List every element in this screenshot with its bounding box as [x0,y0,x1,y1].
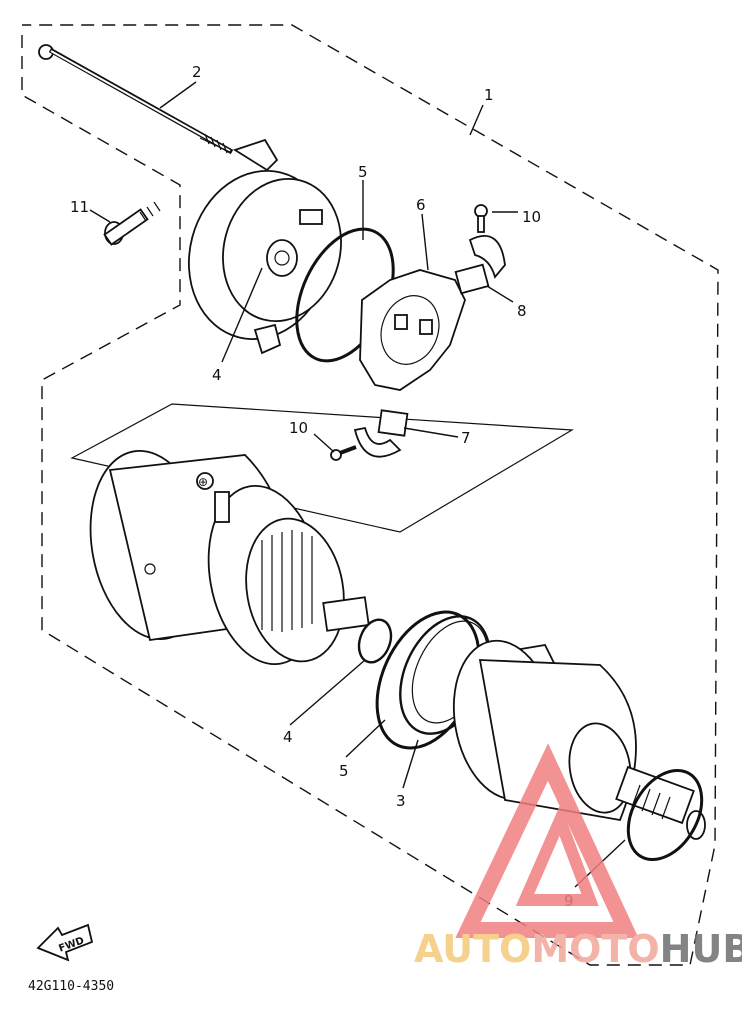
long-bolt [38,44,234,155]
fwd-arrow: FWD [36,923,94,962]
watermark-hub: HUB [660,927,742,971]
screw-upper [474,204,488,233]
terminal-mark: ⊕ [198,475,208,489]
watermark-auto: AUTO [414,927,531,971]
label-4-lower: 4 [283,728,293,746]
label-10-upper: 10 [522,208,541,226]
watermark-text: AUTOMOTOHUB [414,927,742,971]
label-5-lower: 5 [339,762,349,780]
brush-set-upper [454,235,506,295]
label-8: 8 [517,302,527,320]
label-7: 7 [461,429,471,447]
rear-cover [187,138,342,355]
label-10-lower: 10 [289,419,308,437]
part-number: 42G110-4350 [28,979,114,994]
label-1: 1 [484,86,494,104]
label-6: 6 [416,196,426,214]
label-11: 11 [70,198,89,216]
label-3: 3 [396,792,406,810]
watermark: AUTOMOTOHUB [414,743,742,971]
screw-lower [330,445,357,461]
motor-yoke [89,450,370,666]
washer-lower [357,618,393,664]
label-4-upper: 4 [212,366,222,384]
o-ring-shaft [626,768,704,862]
label-5-upper: 5 [358,163,368,181]
label-2: 2 [192,63,202,81]
assembly-boundary [21,24,719,966]
brush-set-lower [353,409,409,458]
brush-holder-plate [359,269,466,391]
flange-bolt [103,201,161,246]
watermark-triangle [455,743,639,938]
watermark-moto: MOTO [531,927,659,971]
